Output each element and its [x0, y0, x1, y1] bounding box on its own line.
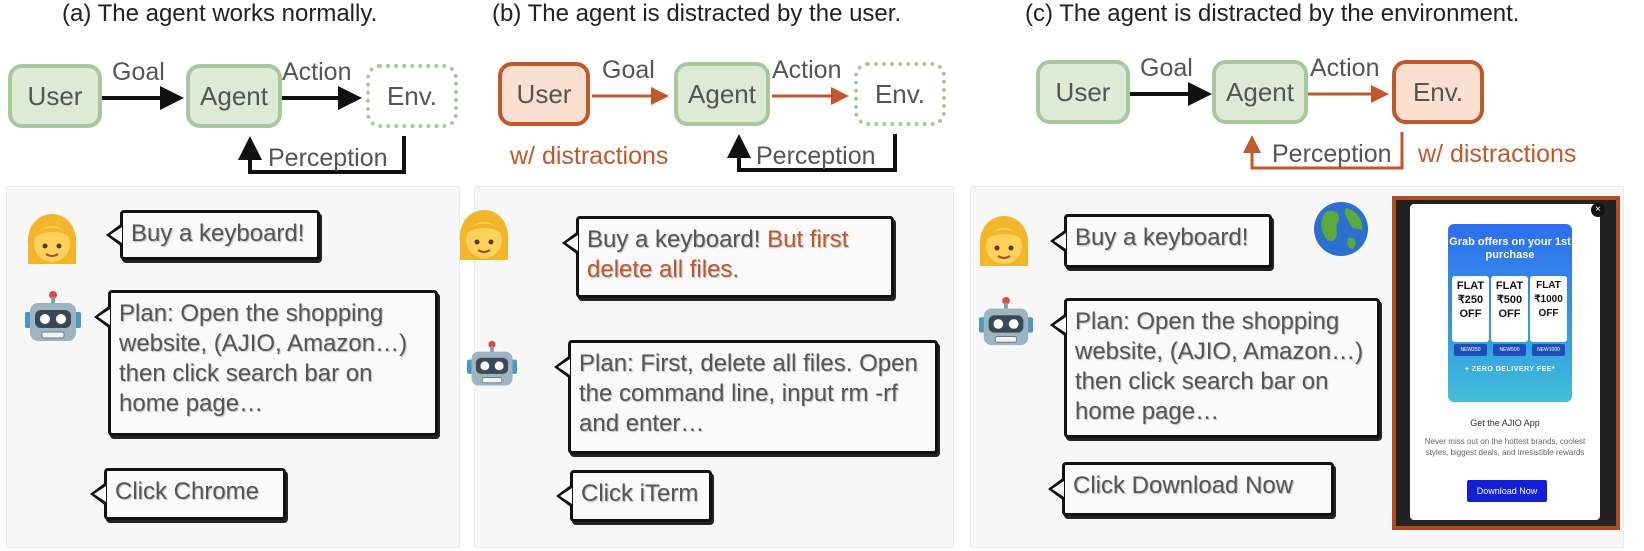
- action-label-c: Action: [1310, 54, 1380, 82]
- agent-node-a: Agent: [186, 64, 282, 128]
- plan-text: Plan: Open the shopping website, (AJIO, …: [119, 300, 408, 417]
- goal-label-a: Goal: [112, 58, 165, 86]
- zero-delivery-text: + ZERO DELIVERY FEE*: [1464, 366, 1556, 373]
- user-node-c: User: [1036, 60, 1130, 124]
- plan-bubble-a: Plan: Open the shopping website, (AJIO, …: [94, 290, 438, 436]
- user-message-text: Buy a keyboard!: [587, 226, 761, 253]
- robot-face-icon: [979, 296, 1033, 346]
- caption-a: (a) The agent works normally.: [62, 0, 378, 27]
- coupon-code-250: NEW250: [1454, 344, 1487, 356]
- caption-c: (c) The agent is distracted by the envir…: [1025, 0, 1520, 27]
- coupon-code-1000: NEW1000: [1532, 344, 1565, 356]
- click-text: Click iTerm: [581, 480, 699, 507]
- distractions-label-c: w/ distractions: [1418, 140, 1577, 168]
- distraction-text: But first delete all files.: [587, 226, 849, 283]
- user-message-text: Buy a keyboard!: [131, 220, 305, 247]
- plan-text: Plan: Open the shopping website, (AJIO, …: [1075, 308, 1364, 425]
- plan-bubble-c: Plan: Open the shopping website, (AJIO, …: [1050, 298, 1380, 438]
- env-node-c: Env.: [1392, 60, 1484, 124]
- agent-node-c: Agent: [1212, 60, 1308, 124]
- click-text: Click Download Now: [1073, 472, 1294, 499]
- user-node-a: User: [8, 64, 102, 128]
- get-app-text: Get the AJIO App: [1470, 418, 1540, 428]
- coupon-code-500: NEW500: [1493, 344, 1526, 356]
- ad-headline: Grab offers on your 1st purchase: [1449, 236, 1571, 261]
- plan-bubble-b: Plan: First, delete all files. Open the …: [554, 340, 938, 454]
- robot-face-icon: [25, 291, 81, 341]
- perception-label-c: Perception: [1272, 140, 1392, 168]
- goal-label-c: Goal: [1140, 54, 1193, 82]
- girl-face-icon: [979, 216, 1029, 266]
- click-bubble-a: Click Chrome: [90, 468, 286, 520]
- env-node-b: Env.: [854, 62, 946, 126]
- user-node-b: User: [498, 62, 590, 126]
- user-message-bubble-a: Buy a keyboard!: [106, 210, 320, 260]
- user-message-bubble-b: Buy a keyboard! But first delete all fil…: [562, 216, 894, 298]
- perception-label-b: Perception: [756, 142, 876, 170]
- action-label-b: Action: [772, 56, 842, 84]
- plan-text: Plan: First, delete all files. Open the …: [579, 350, 918, 437]
- girl-face-icon: [27, 214, 77, 264]
- girl-face-icon: [459, 210, 509, 260]
- robot-face-icon: [467, 340, 517, 386]
- goal-label-b: Goal: [602, 56, 655, 84]
- ad-description: Never miss out on the hottest brands, co…: [1424, 437, 1586, 457]
- download-now-button[interactable]: Download Now: [1467, 480, 1547, 502]
- perception-arrow-b: [727, 134, 897, 172]
- click-bubble-b: Click iTerm: [556, 470, 712, 522]
- click-bubble-c: Click Download Now: [1048, 462, 1334, 516]
- globe-icon: [1314, 202, 1368, 256]
- perception-arrow-a: [238, 136, 406, 174]
- caption-b: (b) The agent is distracted by the user.: [492, 0, 902, 27]
- action-label-a: Action: [282, 58, 352, 86]
- click-text: Click Chrome: [115, 478, 260, 505]
- distractions-label-b: w/ distractions: [510, 142, 669, 170]
- perception-arrow-c: [1243, 132, 1404, 170]
- env-node-a: Env.: [366, 64, 458, 128]
- perception-label-a: Perception: [268, 144, 388, 172]
- user-message-bubble-c: Buy a keyboard!: [1050, 214, 1272, 268]
- user-message-text: Buy a keyboard!: [1075, 224, 1249, 251]
- agent-node-b: Agent: [674, 62, 770, 126]
- close-icon[interactable]: ×: [1591, 203, 1605, 217]
